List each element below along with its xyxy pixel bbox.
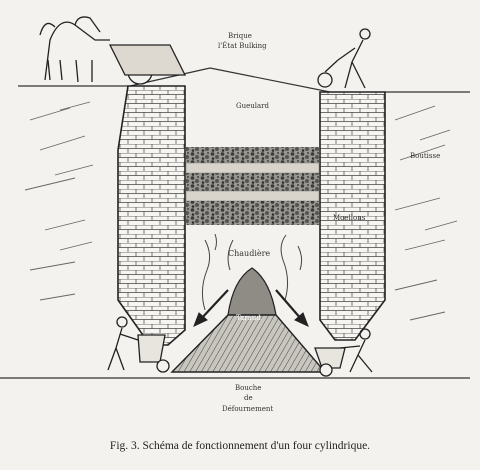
label-etat-bulking: l'État Bulking [218,41,267,50]
slope-hatching-left [24,101,94,301]
fuel-layer-2 [185,190,320,202]
limestone-charge-layer-3 [186,201,319,225]
label-defournement: Défournement [222,405,273,413]
fuel-layer-1 [185,162,320,174]
label-boutisse: Boutisse [410,152,440,160]
worker-top-right [317,28,371,89]
slope-hatching-right [394,105,458,321]
taraud-cone [227,267,277,316]
figure-caption: Fig. 3. Schéma de fonctionnement d'un fo… [109,440,371,452]
label-chaudiere: Chaudière [228,249,270,258]
label-taraud: Taraud [236,314,261,322]
lime-kiln-diagram: Brique l'État Bulking Gueulard Boutisse … [0,16,470,413]
limestone-charge-layer-2 [186,173,319,191]
worker-bottom-left [107,316,170,373]
limestone-charge-layer-1 [186,147,319,163]
worker-bottom-right [314,328,373,377]
flames [201,233,303,311]
label-gueulard: Gueulard [236,102,270,110]
flow-arrows [193,289,309,327]
label-de: de [244,394,253,402]
right-kiln-wall [319,91,386,341]
label-brique: Brique [228,32,252,40]
left-kiln-wall [117,85,186,346]
defournement-base [170,314,327,373]
horse-cart-illustration [39,16,187,85]
label-bouche: Bouche [235,384,261,392]
label-moellons: Moellons [333,214,366,222]
